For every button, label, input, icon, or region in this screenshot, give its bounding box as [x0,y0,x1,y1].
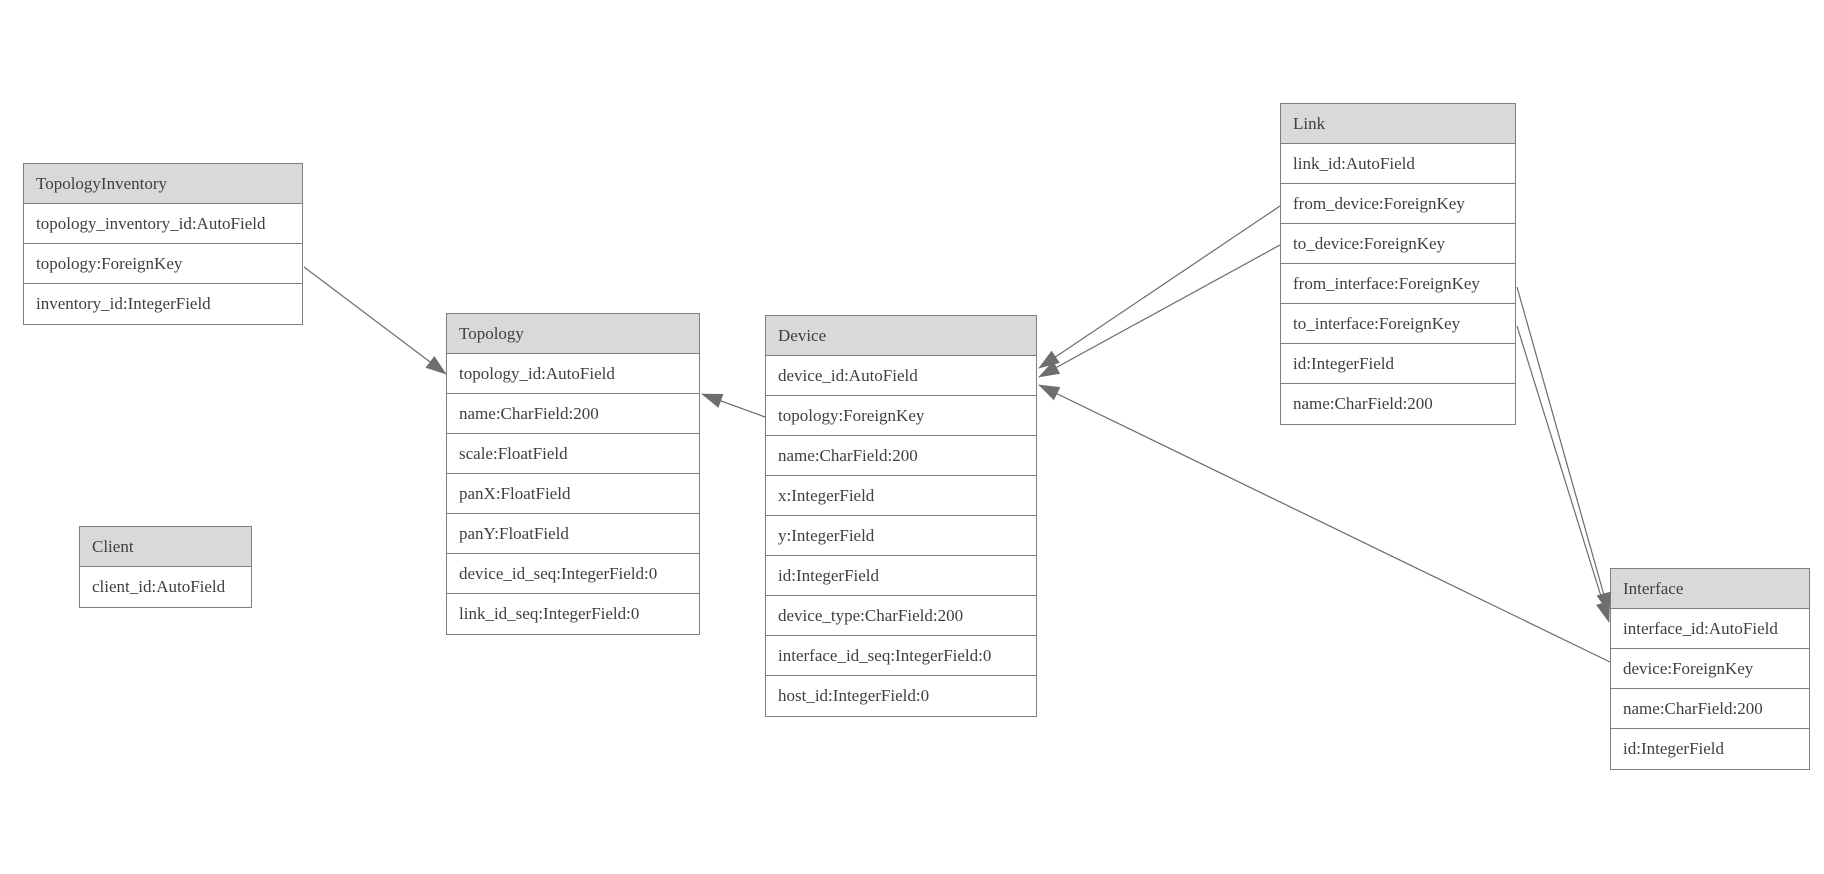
edge-topologyinventory-topology-to-topology [303,266,447,375]
edge-device-topology-to-topology [701,393,766,418]
edge-link-to-device-to-device [1038,244,1281,378]
entity-field-row: from_interface:ForeignKey [1281,264,1515,304]
entity-field-row: x:IntegerField [766,476,1036,516]
entity-title-topologyinventory: TopologyInventory [24,164,302,204]
edge-link-from-interface-to-interface [1516,286,1611,614]
entity-field-row: interface_id:AutoField [1611,609,1809,649]
entity-field-row: id:IntegerField [766,556,1036,596]
entity-field-row: y:IntegerField [766,516,1036,556]
entity-title-topology: Topology [447,314,699,354]
entity-field-row: id:IntegerField [1611,729,1809,769]
entity-title-device: Device [766,316,1036,356]
entity-field-row: client_id:AutoField [80,567,251,607]
entity-field-row: device_id:AutoField [766,356,1036,396]
entity-title-interface: Interface [1611,569,1809,609]
entity-field-row: device_type:CharField:200 [766,596,1036,636]
entity-field-row: device_id_seq:IntegerField:0 [447,554,699,594]
entity-field-row: link_id_seq:IntegerField:0 [447,594,699,634]
entity-field-row: panY:FloatField [447,514,699,554]
entity-field-row: id:IntegerField [1281,344,1515,384]
entity-title-client: Client [80,527,251,567]
entity-field-row: name:CharField:200 [766,436,1036,476]
entity-field-row: interface_id_seq:IntegerField:0 [766,636,1036,676]
entity-title-link: Link [1281,104,1515,144]
entity-field-row: name:CharField:200 [1281,384,1515,424]
entity-field-row: link_id:AutoField [1281,144,1515,184]
entity-field-row: name:CharField:200 [1611,689,1809,729]
entity-field-row: host_id:IntegerField:0 [766,676,1036,716]
entity-field-row: scale:FloatField [447,434,699,474]
entity-field-row: panX:FloatField [447,474,699,514]
entity-field-row: topology:ForeignKey [24,244,302,284]
entity-field-row: from_device:ForeignKey [1281,184,1515,224]
edge-link-to-interface-to-interface [1516,325,1611,623]
entity-field-row: device:ForeignKey [1611,649,1809,689]
entity-field-row: topology_inventory_id:AutoField [24,204,302,244]
entity-field-row: to_interface:ForeignKey [1281,304,1515,344]
edge-link-from-device-to-device [1038,205,1281,369]
edge-interface-device-to-device [1038,384,1611,663]
entity-field-row: name:CharField:200 [447,394,699,434]
entity-field-row: topology:ForeignKey [766,396,1036,436]
entity-field-row: to_device:ForeignKey [1281,224,1515,264]
entity-field-row: inventory_id:IntegerField [24,284,302,324]
entity-field-row: topology_id:AutoField [447,354,699,394]
